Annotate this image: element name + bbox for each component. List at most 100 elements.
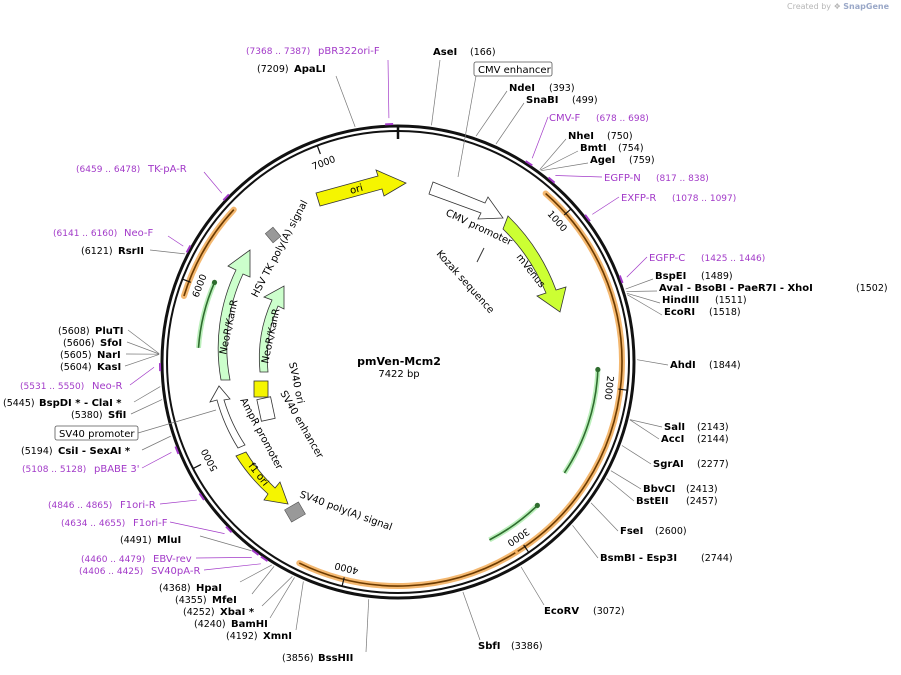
sv40-enhancer-box[interactable] [256,396,276,422]
green-arrow-right-head [595,366,601,373]
site-bspei[interactable]: BspEI [655,271,686,282]
leader-17 [572,525,599,559]
f1-ori-arrow[interactable] [235,451,289,505]
site-hindiii-pos: (1511) [715,295,747,306]
primer-mark-3 [584,214,591,222]
site-bbvci[interactable]: BbvCI [643,484,675,495]
site-bsteii[interactable]: BstEII [636,496,669,507]
mvenus-arrow[interactable] [502,215,567,313]
site-asei[interactable]: AseI [433,47,457,58]
leader-5 [541,162,589,172]
primer-tk-pa-r[interactable]: TK-pA-R [147,164,187,175]
primer-exfp-r[interactable]: EXFP-R [621,193,656,204]
site-hpai[interactable]: HpaI [196,583,222,594]
site-bsmbi-group-pos: (2744) [701,553,733,564]
tick-mark-1000 [563,208,572,216]
site-ecorv-pos: (3072) [593,606,625,617]
primer-leader-7 [129,366,155,386]
site-bsmbi-group[interactable]: BsmBI - Esp3I [600,553,677,564]
hsv-tk-polya-box[interactable] [264,226,282,244]
cmv-enhancer-box[interactable] [473,61,553,77]
leader-4 [540,150,579,171]
site-sfoi[interactable]: SfoI [100,338,122,349]
ampr-promoter-arrow[interactable] [209,385,246,449]
site-xmni[interactable]: XmnI [263,631,292,642]
primer-neo-f[interactable]: Neo-F [124,228,154,239]
sv40-polya-box[interactable] [284,501,306,523]
leader-24 [251,566,275,595]
site-hindiii[interactable]: HindIII [662,295,699,306]
site-nhei[interactable]: NheI [568,131,594,142]
primer-egfp-c[interactable]: EGFP-C [649,253,685,264]
primer-pbr322ori-f[interactable]: pBR322ori-F [318,46,380,57]
site-sali[interactable]: SalI [664,422,685,433]
site-apali[interactable]: ApaLI [294,64,326,75]
primer-pbabe3[interactable]: pBABE 3' [94,464,140,475]
leader-10 [636,359,669,366]
primer-ebv-rev[interactable]: EBV-rev [153,554,192,565]
site-agei[interactable]: AgeI [590,155,615,166]
site-nari-pos: (5605) [60,350,92,361]
site-bsteii-pos: (2457) [686,496,718,507]
site-bmti-pos: (754) [618,143,644,154]
site-asei-pos: (166) [470,47,496,58]
leader-34 [149,249,185,255]
site-ndei[interactable]: NdeI [509,83,535,94]
site-bspdi-group[interactable]: BspDI * - ClaI * [39,398,122,409]
site-csii-group[interactable]: CsiI - SexAI * [58,446,131,457]
site-ahdi-pos: (1844) [709,360,741,371]
site-avai-group[interactable]: AvaI - BsoBI - PaeR7I - XhoI [659,283,813,294]
hsv-tk-polya-label: HSV TK poly(A) signal [250,199,311,300]
cmv-promoter-arrow[interactable] [428,181,504,220]
orange-arc-lower-core [298,552,516,587]
leader-20 [365,599,370,653]
sv40-promoter-box[interactable] [54,425,139,441]
primer-egfp-n[interactable]: EGFP-N [604,173,641,184]
site-pluti-pos: (5608) [58,326,90,337]
boxed-features: CMV enhancer SV40 promoter [54,61,553,441]
site-sfii[interactable]: SfiI [108,410,126,421]
leader-19 [462,591,481,641]
primer-f1ori-f[interactable]: F1ori-F [133,518,168,529]
primer-leader-12 [203,563,261,571]
primer-f1ori-r-range: (4846 .. 4865) [48,501,112,511]
site-bmti[interactable]: BmtI [580,143,607,154]
site-sfoi-pos: (5606) [63,338,95,349]
site-sgrai[interactable]: SgrAI [653,459,684,470]
primer-f1ori-r[interactable]: F1ori-R [120,500,156,511]
primer-exfp-r-range: (1078 .. 1097) [672,194,736,204]
leader-23 [261,576,293,607]
site-bsshii[interactable]: BssHII [318,653,353,664]
site-acci[interactable]: AccI [661,434,684,445]
neor-inner-arrow[interactable] [258,285,285,373]
credit-brand: SnapGene [843,2,889,11]
site-ecorv[interactable]: EcoRV [544,606,579,617]
primer-neo-r[interactable]: Neo-R [92,381,123,392]
site-rsrii[interactable]: RsrII [118,246,144,257]
primer-sv40pa-r[interactable]: SV40pA-R [151,566,200,577]
leader-16 [590,502,619,532]
sv40-ori-box[interactable] [253,380,269,398]
site-sbfi[interactable]: SbfI [478,641,500,652]
neor-outer-arrow[interactable] [217,249,251,381]
leader-2 [495,102,525,145]
site-xbai-pos: (4252) [183,607,215,618]
site-pluti[interactable]: PluTI [95,326,123,337]
ori-arrow[interactable] [315,169,407,207]
site-ahdi[interactable]: AhdI [670,360,696,371]
sv40-promoter-label: SV40 promoter [59,429,135,440]
feature-green-arcs [196,279,601,543]
leader-33 [127,329,160,354]
site-kasi[interactable]: KasI [97,362,121,373]
site-mlui[interactable]: MluI [157,535,181,546]
site-ecori[interactable]: EcoRI [664,307,695,318]
site-bamhi[interactable]: BamHI [231,619,268,630]
primer-cmv-f[interactable]: CMV-F [549,113,580,124]
leader-15 [606,478,635,502]
site-xbai[interactable]: XbaI * [220,607,255,618]
leader-30 [124,354,160,367]
site-fsei[interactable]: FseI [620,526,643,537]
site-mfei[interactable]: MfeI [212,595,237,606]
site-snabi[interactable]: SnaBI [526,95,558,106]
site-nari[interactable]: NarI [97,350,121,361]
